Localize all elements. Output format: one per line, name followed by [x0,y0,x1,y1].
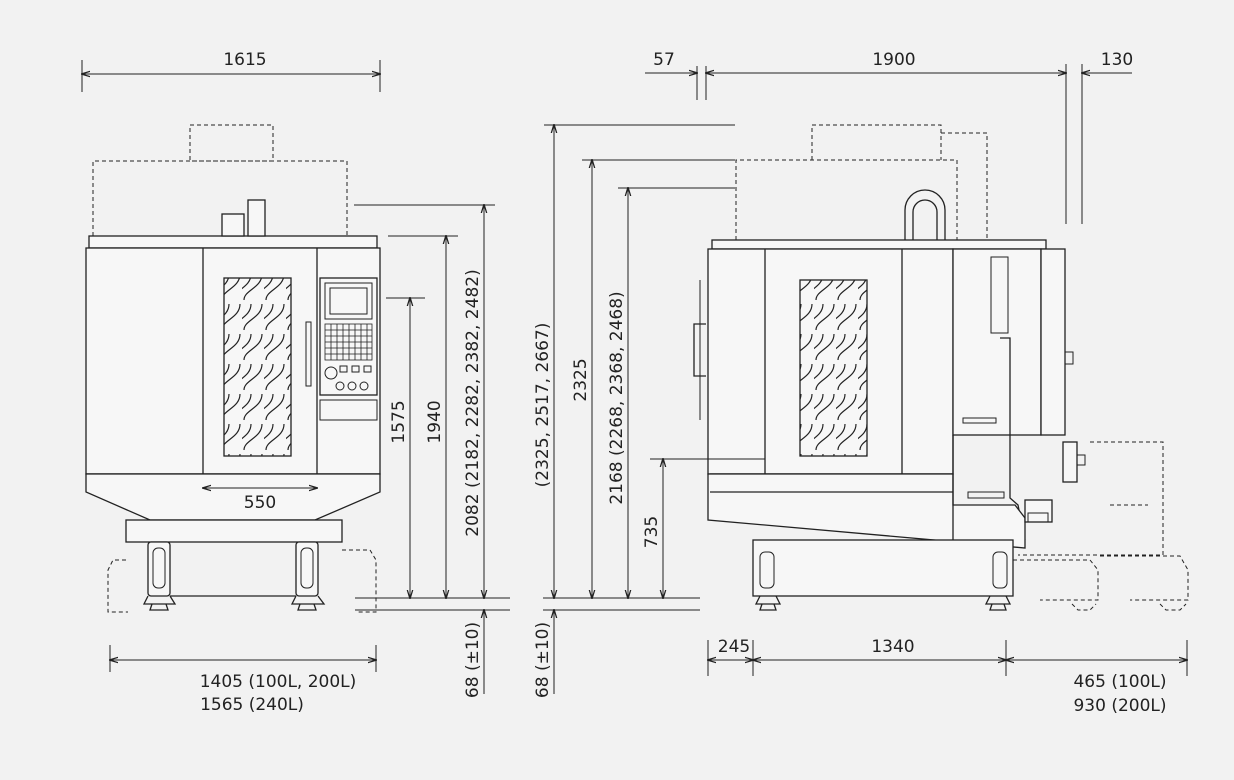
front-spindle-travel-outline [189,124,274,162]
dim-height-1575: 1575 [389,400,409,443]
dim-side-height-2168: 2168 (2268, 2368, 2468) [607,291,627,504]
dim-height-1940: 1940 [425,400,445,443]
side-door-window [799,279,868,457]
dim-side-245: 245 [718,637,750,657]
side-top-cover [711,239,1047,250]
dim-side-1340: 1340 [871,637,914,657]
dim-tank-2: 930 (200L) [1073,696,1166,716]
dim-front-leveling: 68 (±10) [463,622,483,698]
front-door-window [223,277,292,457]
side-spindle-travel-outline [811,124,942,160]
control-panel-screen-inner [329,287,368,315]
front-top-box [221,213,245,237]
dim-side-leveling: 68 (±10) [533,622,553,698]
dim-side-height-2325: 2325 [571,358,591,401]
dim-door-width: 550 [244,493,276,513]
front-door-handle [305,321,312,387]
side-column-slot [990,256,1009,334]
dim-tank-1: 465 (100L) [1073,672,1166,692]
dim-front-width: 1615 [223,50,266,70]
control-panel [319,277,378,396]
front-column-travel-outline [92,160,348,236]
side-view [693,124,1189,611]
dim-base-width-2: 1565 (240L) [200,695,304,715]
dim-side-height-max: (2325, 2517, 2667) [533,323,553,488]
side-column [952,248,1042,436]
front-base-plate [125,519,343,543]
dim-side-130: 130 [1101,50,1133,70]
side-base [707,473,1026,549]
front-top-cover [88,235,378,249]
lifting-eye [904,189,946,240]
side-dimensions: 57 1900 130 (2325, 2517, 2667) 2325 2168… [533,50,1187,716]
control-panel-keypad [324,323,373,361]
control-panel-screen [324,282,373,320]
control-panel-knobs [324,365,372,391]
dim-base-width-1: 1405 (100L, 200L) [200,672,357,692]
dim-side-57: 57 [653,50,675,70]
side-head-travel-outline [735,159,958,240]
dim-height-total: 2082 (2182, 2282, 2382, 2482) [463,269,483,536]
front-coolant-tank-outline [107,549,377,613]
front-view [85,124,381,613]
side-coolant-tank-outline [1013,441,1189,601]
front-top-post [247,199,266,237]
control-panel-lower-box [319,399,378,421]
side-motor [1062,441,1078,483]
side-lower-base [752,539,1014,597]
side-rear-box [1040,248,1066,436]
dim-side-height-735: 735 [642,516,662,548]
dim-side-1900: 1900 [872,50,915,70]
front-base-hopper [85,473,381,521]
front-dimensions: 1615 550 1575 1940 2082 (2182, 2282, 238… [82,50,510,715]
